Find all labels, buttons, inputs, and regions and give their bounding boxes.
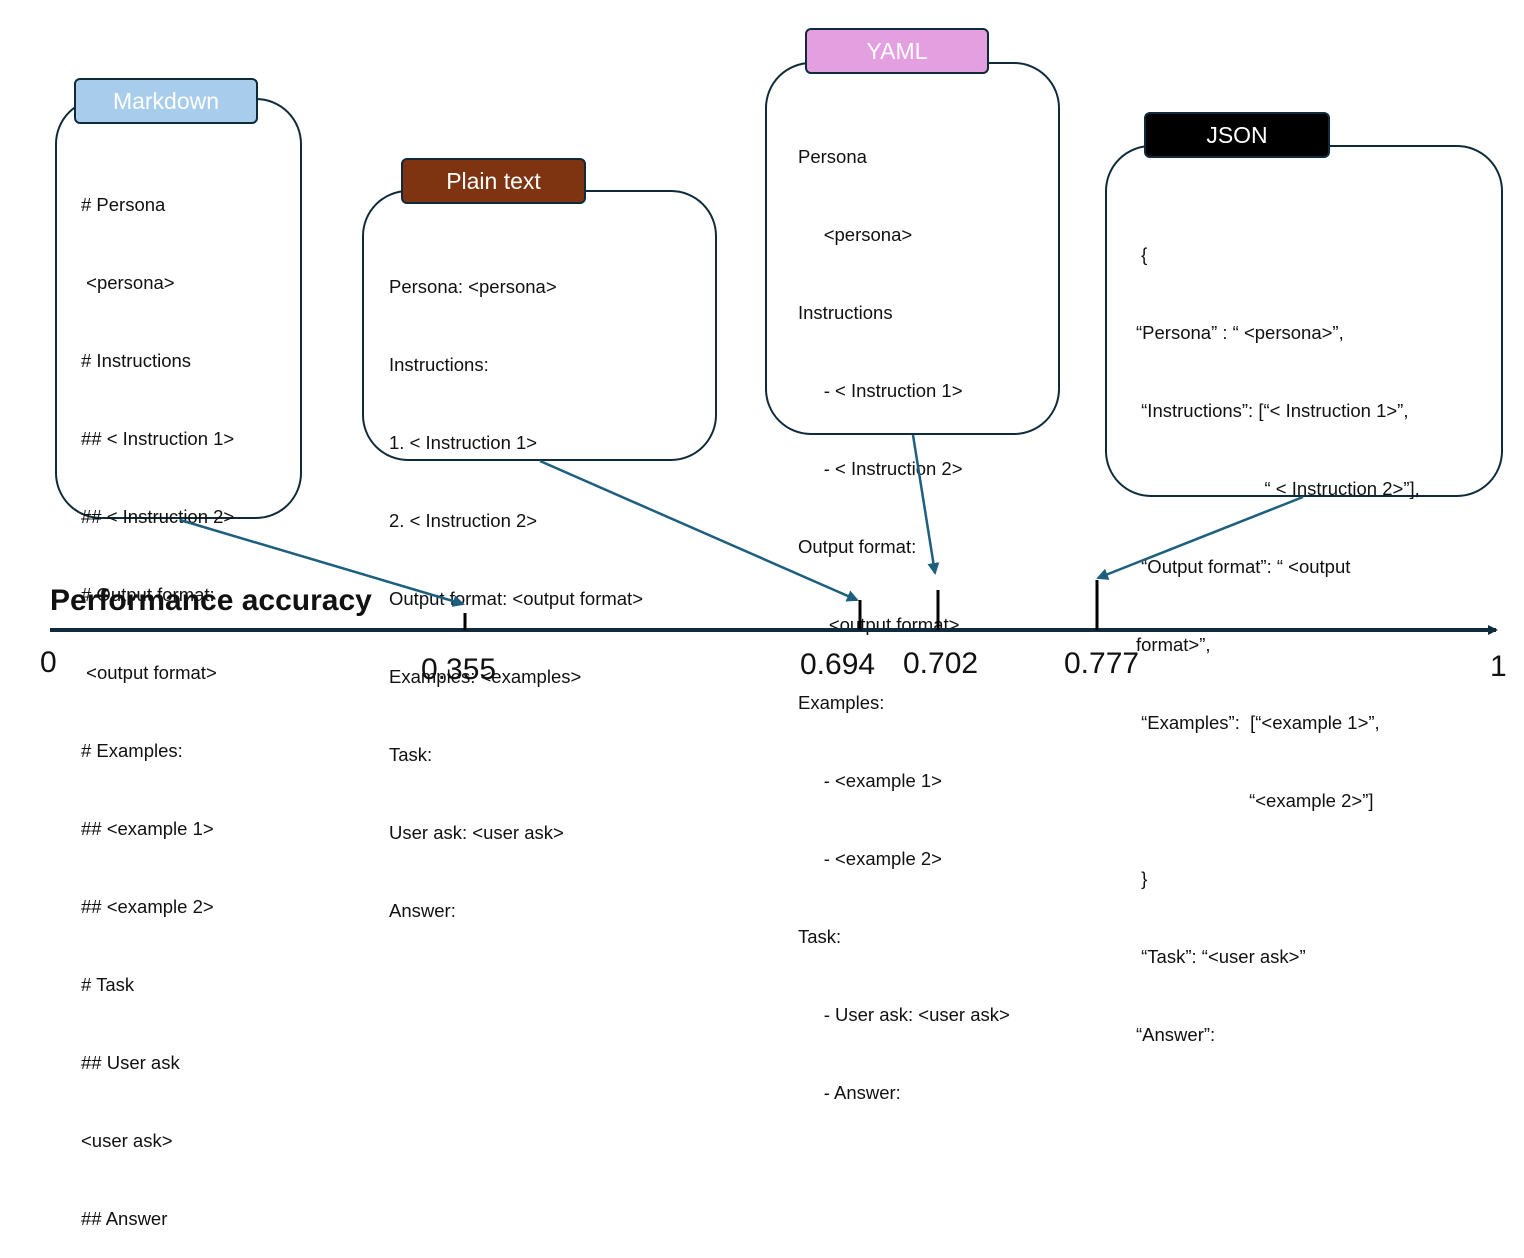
yaml-line: Instructions [798,302,893,323]
plain-text-line: Task: [389,744,433,765]
markdown-format-box [55,98,302,519]
json-line: } [1136,868,1148,889]
markdown-line: ## Answer [81,1208,168,1229]
plain-text-format-tag: Plain text [401,158,586,204]
plain-text-line: 1. < Instruction 1> [389,432,538,453]
json-pointer-arrow [1096,495,1304,580]
plain-text-line: 2. < Instruction 2> [389,510,538,531]
markdown-line: # Examples: [81,740,183,761]
yaml-line: Examples: [798,692,885,713]
yaml-line: - User ask: <user ask> [798,1004,1010,1025]
plain-text-line: Persona: <persona> [389,276,557,297]
markdown-line: ## <example 1> [81,818,214,839]
tick-label-json: 0.777 [1064,647,1140,680]
markdown-line: # Task [81,974,135,995]
yaml-line: Persona [798,146,867,167]
yaml-format-tag: YAML [805,28,989,74]
yaml-pointer-arrow [911,434,940,575]
markdown-line: <output format> [81,662,217,683]
yaml-line: Task: [798,926,842,947]
markdown-pointer-arrow [179,518,465,607]
json-line: { [1136,244,1148,265]
markdown-line: <user ask> [81,1130,173,1151]
json-format-box [1105,145,1503,497]
tick-label-markdown: 0.355 [421,653,497,686]
accuracy-axis-graphic [50,434,1498,635]
json-line: “ < Instruction 2>”], [1136,478,1420,499]
json-line: “Answer”: [1136,1024,1216,1045]
tick-label-yaml: 0.702 [903,647,979,680]
yaml-format-box [765,62,1060,435]
markdown-line: # Output format: [81,584,215,605]
json-format-tag: JSON [1144,112,1330,158]
markdown-line: # Instructions [81,350,192,371]
markdown-line: <persona> [81,272,175,293]
axis-max-label: 1 [1490,650,1507,683]
yaml-line: Output format: [798,536,917,557]
plain-text-line: Instructions: [389,354,489,375]
plain-text-line: Answer: [389,900,456,921]
yaml-line: - Answer: [798,1082,901,1103]
json-line: “Task”: “<user ask>” [1136,946,1306,967]
json-line: “Output format”: “ <output [1136,556,1351,577]
plain-text-line: Examples: <examples> [389,666,582,687]
yaml-line: - < Instruction 2> [798,458,963,479]
plain-text-pointer-arrow [539,459,859,602]
markdown-format-tag: Markdown [74,78,258,124]
markdown-line: ## User ask [81,1052,180,1073]
axis-min-label: 0 [40,646,57,679]
axis-title: Performance accuracy [50,584,372,617]
yaml-line: - <example 1> [798,770,942,791]
yaml-line: - <example 2> [798,848,942,869]
markdown-line: ## <example 2> [81,896,214,917]
tick-label-plain-text: 0.694 [800,648,876,681]
plain-text-format-box [362,190,717,461]
plain-text-line: User ask: <user ask> [389,822,564,843]
yaml-line: - < Instruction 1> [798,380,963,401]
json-line: “Persona” : “ <persona>”, [1136,322,1344,343]
json-line: format>”, [1136,634,1211,655]
markdown-line: ## < Instruction 1> [81,428,235,449]
json-line: “Instructions”: [“< Instruction 1>”, [1136,400,1409,421]
json-line: “<example 2>”] [1136,790,1374,811]
yaml-line: <persona> [798,224,913,245]
markdown-line: # Persona [81,194,166,215]
